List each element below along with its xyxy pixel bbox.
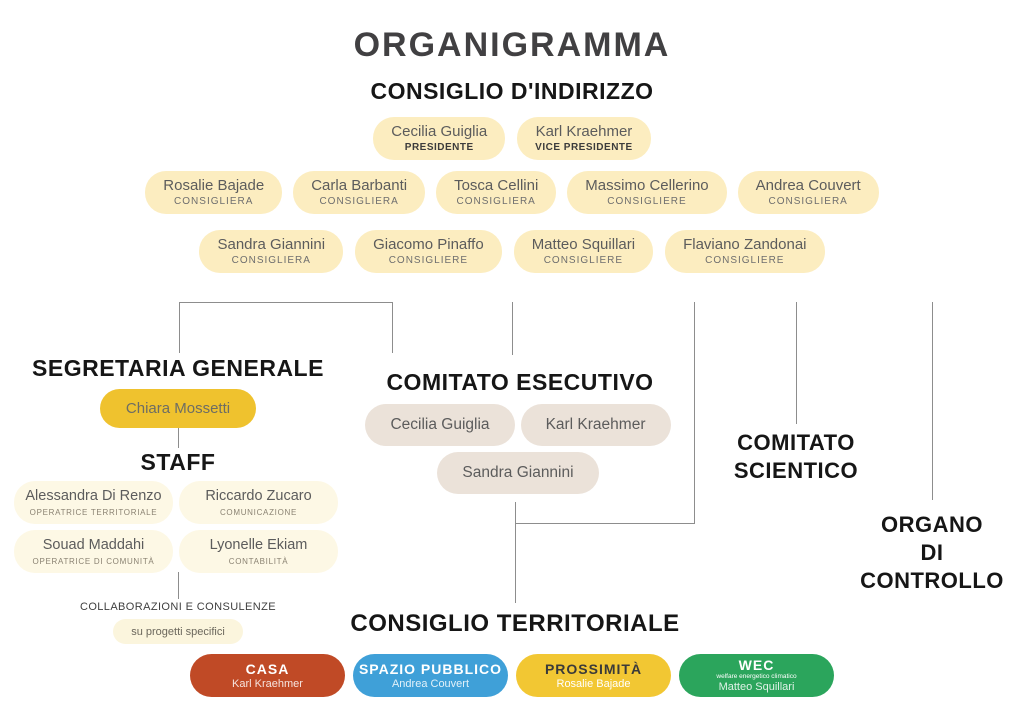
area-subtitle: welfare energetico climatico (716, 673, 797, 680)
area-title: SPAZIO PUBBLICO (358, 660, 503, 677)
member-pill: Flaviano Zandonai CONSIGLIERE (665, 230, 825, 273)
board-row-1: Cecilia Guiglia PRESIDENTE Karl Kraehmer… (0, 117, 1024, 160)
progetti-specifici-pill: su progetti specifici (113, 619, 243, 644)
member-name: Massimo Cellerino (585, 177, 709, 194)
member-pill: Matteo Squillari CONSIGLIERE (513, 230, 654, 273)
member-pill: Tosca Cellini CONSIGLIERA (436, 171, 557, 214)
esecutivo-member-pill: Cecilia Guiglia (365, 404, 515, 446)
staff-member-role: CONTABILITÀ (228, 557, 289, 566)
heading-line: ORGANO (881, 512, 983, 537)
connector-line (932, 302, 933, 500)
territoriale-areas: CASA Karl Kraehmer SPAZIO PUBBLICO Andre… (0, 654, 1024, 697)
member-pill: Andrea Couvert CONSIGLIERA (737, 171, 879, 214)
segretaria-member-pill: Chiara Mossetti (100, 389, 256, 428)
staff-member-role: COMUNICAZIONE (219, 508, 298, 517)
member-role: CONSIGLIERE (607, 196, 687, 207)
member-pill: Rosalie Bajade CONSIGLIERA (145, 171, 283, 214)
member-name: Andrea Couvert (755, 177, 861, 194)
member-name: Karl Kraehmer (535, 123, 633, 140)
area-prossimita: PROSSIMITÀ Rosalie Bajade (516, 654, 671, 697)
member-role: CONSIGLIERA (174, 196, 254, 207)
heading-line: SCIENTICO (733, 458, 859, 483)
member-role: CONSIGLIERE (388, 255, 469, 266)
staff-grid: Alessandra Di Renzo OPERATRICE TERRITORI… (14, 481, 338, 573)
heading-consiglio-indirizzo: CONSIGLIO D'INDIRIZZO (370, 78, 654, 104)
staff-member-pill: Alessandra Di Renzo OPERATRICE TERRITORI… (14, 481, 173, 524)
comitato-esecutivo-members: Cecilia Guiglia Karl Kraehmer Sandra Gia… (358, 404, 678, 494)
member-name: Giacomo Pinaffo (373, 236, 484, 253)
member-role: CONSIGLIERA (456, 196, 536, 207)
member-name: Carla Barbanti (311, 177, 408, 194)
staff-member-role: OPERATRICE DI COMUNITÀ (32, 557, 155, 566)
heading-comitato-scientico: COMITATO SCIENTICO (722, 429, 870, 485)
area-title: WEC (738, 657, 775, 673)
area-spazio-pubblico: SPAZIO PUBBLICO Andrea Couvert (353, 654, 508, 697)
connector-line (694, 302, 695, 523)
connector-line (179, 302, 180, 353)
area-title: CASA (245, 660, 290, 677)
connector-line (179, 302, 393, 303)
heading-segretaria-generale: SEGRETARIA GENERALE (32, 355, 324, 381)
staff-member-role: OPERATRICE TERRITORIALE (29, 508, 158, 517)
heading-organo-di-controllo: ORGANO DI CONTROLLO (857, 511, 1007, 595)
heading-line: DI (920, 540, 944, 565)
staff-member-name: Souad Maddahi (42, 537, 145, 553)
heading-line: COMITATO (737, 430, 855, 455)
connector-line (515, 502, 516, 603)
area-member: Andrea Couvert (391, 677, 470, 690)
area-title: PROSSIMITÀ (544, 660, 643, 677)
heading-consiglio-territoriale: CONSIGLIO TERRITORIALE (350, 610, 680, 637)
collaborazioni-label: COLLABORAZIONI E CONSULENZE (79, 601, 276, 613)
staff-member-name: Lyonelle Ekiam (209, 537, 308, 553)
member-role: CONSIGLIERE (543, 255, 624, 266)
member-name: Cecilia Guiglia (391, 123, 488, 140)
board-row-2: Rosalie Bajade CONSIGLIERA Carla Barbant… (0, 171, 1024, 214)
board-row-3: Sandra Giannini CONSIGLIERA Giacomo Pina… (0, 230, 1024, 273)
member-role: CONSIGLIERE (705, 255, 785, 266)
connector-line (515, 523, 695, 524)
member-role: CONSIGLIERA (768, 196, 848, 207)
member-name: Tosca Cellini (454, 177, 539, 194)
area-wec: WEC welfare energetico climatico Matteo … (679, 654, 834, 697)
member-role: VICE PRESIDENTE (535, 142, 633, 153)
heading-comitato-esecutivo: COMITATO ESECUTIVO (386, 369, 654, 395)
connector-line (512, 302, 513, 355)
member-name: Flaviano Zandonai (683, 236, 807, 253)
member-pill: Massimo Cellerino CONSIGLIERE (567, 171, 727, 214)
member-name: Sandra Giannini (217, 236, 326, 253)
area-member: Rosalie Bajade (556, 677, 631, 690)
member-role: CONSIGLIERA (231, 255, 311, 266)
member-pill: Karl Kraehmer VICE PRESIDENTE (517, 117, 651, 160)
area-member: Matteo Squillari (718, 681, 795, 693)
staff-member-pill: Souad Maddahi OPERATRICE DI COMUNITÀ (14, 530, 173, 573)
connector-line (178, 428, 179, 448)
member-pill: Cecilia Guiglia PRESIDENTE (373, 117, 506, 160)
connector-line (178, 572, 179, 599)
heading-line: CONTROLLO (860, 568, 1004, 593)
member-role: CONSIGLIERA (319, 196, 399, 207)
area-member: Karl Kraehmer (232, 677, 303, 690)
member-role: PRESIDENTE (404, 142, 474, 153)
heading-staff: STAFF (140, 449, 216, 475)
staff-member-name: Alessandra Di Renzo (25, 488, 162, 504)
area-casa: CASA Karl Kraehmer (190, 654, 345, 697)
member-name: Rosalie Bajade (163, 177, 265, 194)
member-pill: Giacomo Pinaffo CONSIGLIERE (355, 230, 502, 273)
page-title: ORGANIGRAMMA (353, 26, 671, 64)
esecutivo-member-pill: Karl Kraehmer (520, 404, 671, 446)
connector-line (392, 302, 393, 353)
member-pill: Sandra Giannini CONSIGLIERA (199, 230, 344, 273)
esecutivo-member-pill: Sandra Giannini (437, 452, 599, 494)
staff-member-pill: Riccardo Zucaro COMUNICAZIONE (179, 481, 338, 524)
staff-member-name: Riccardo Zucaro (205, 488, 312, 504)
member-name: Matteo Squillari (531, 236, 636, 253)
connector-line (796, 302, 797, 424)
staff-member-pill: Lyonelle Ekiam CONTABILITÀ (179, 530, 338, 573)
member-pill: Carla Barbanti CONSIGLIERA (293, 171, 426, 214)
